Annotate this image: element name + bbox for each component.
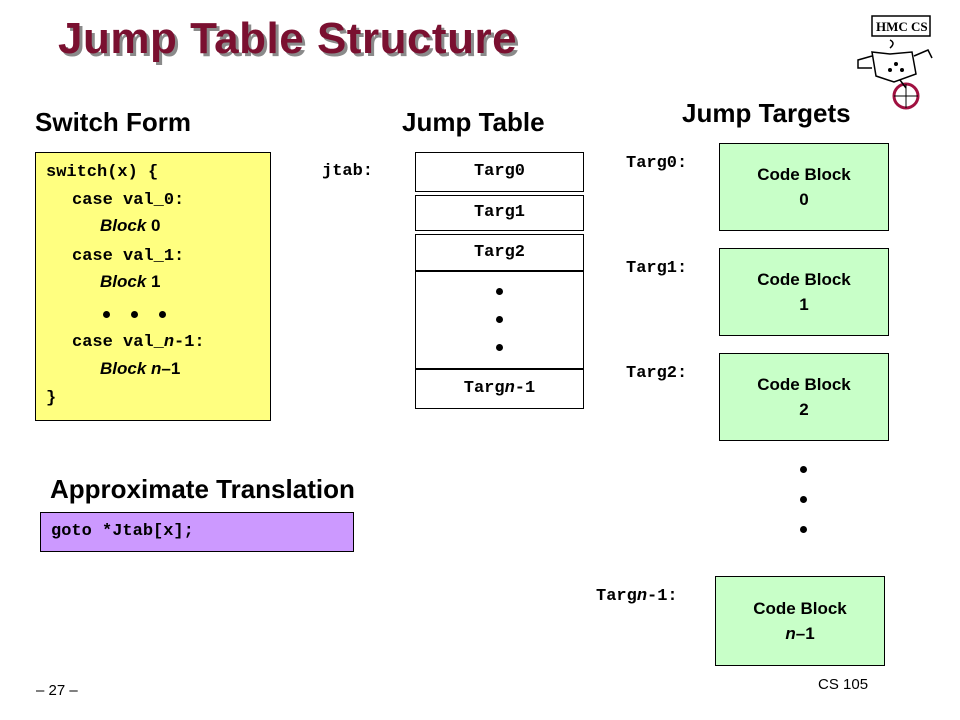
page-number: – 27 – bbox=[36, 682, 78, 699]
block-word-0: Block bbox=[100, 216, 147, 235]
case-n-suffix: -1: bbox=[174, 333, 205, 352]
translation-heading: Approximate Translation bbox=[50, 474, 355, 504]
code-line-switch: switch(x) { bbox=[46, 163, 159, 182]
ellipsis-dot bbox=[159, 311, 166, 318]
block-num-0: 0 bbox=[146, 216, 161, 235]
jump-table-entry-1: Targ1 bbox=[415, 195, 584, 231]
last-block-var: n bbox=[785, 624, 796, 643]
target-label-last: Targn-1: bbox=[596, 587, 678, 606]
code-line-close-brace: } bbox=[46, 389, 57, 408]
last-entry-prefix: Targ bbox=[463, 379, 505, 398]
ellipsis-dot bbox=[800, 526, 807, 533]
slide-title: Jump Table Structure bbox=[58, 14, 518, 63]
block-word-1: Block bbox=[100, 272, 147, 291]
code-line-case-0: case val_0: bbox=[72, 191, 185, 210]
target-label-2: Targ2: bbox=[626, 364, 688, 383]
jump-table-ellipsis-cell bbox=[415, 271, 584, 369]
logo-text: HMC CS bbox=[876, 19, 928, 34]
code-block-0: Code Block 0 bbox=[719, 143, 889, 231]
ellipsis-dot bbox=[496, 316, 503, 323]
last-block-suffix: –1 bbox=[795, 624, 815, 643]
block-word-n: Block bbox=[100, 359, 152, 378]
hmc-cs-robot-logo-icon: HMC CS bbox=[857, 15, 933, 110]
jump-table-heading: Jump Table bbox=[402, 107, 545, 137]
last-label-suffix: -1: bbox=[647, 587, 678, 606]
ellipsis-dot bbox=[103, 311, 110, 318]
code-line-case-n: case val_n-1: bbox=[72, 333, 205, 352]
block-suffix-n: –1 bbox=[161, 359, 181, 378]
code-block-num: 1 bbox=[799, 295, 809, 314]
jump-table-entry-2: Targ2 bbox=[415, 234, 584, 271]
target-label-0: Targ0: bbox=[626, 154, 688, 173]
code-block-1: Code Block 1 bbox=[719, 248, 889, 336]
code-line-block-1: Block 1 bbox=[100, 272, 160, 292]
ellipsis-dot bbox=[800, 466, 807, 473]
jump-table-entry-last: Targn-1 bbox=[415, 369, 584, 409]
code-block-num: 0 bbox=[799, 190, 809, 209]
case-n-var: n bbox=[163, 333, 175, 352]
code-block-num: 2 bbox=[799, 400, 809, 419]
block-var-n: n bbox=[151, 359, 162, 378]
switch-form-code-box: switch(x) { case val_0: Block 0 case val… bbox=[35, 152, 271, 421]
block-num-1: 1 bbox=[146, 272, 161, 291]
code-block-word: Code Block bbox=[757, 270, 851, 289]
last-entry-suffix: -1 bbox=[514, 379, 536, 398]
ellipsis-dot bbox=[131, 311, 138, 318]
code-line-case-1: case val_1: bbox=[72, 247, 185, 266]
switch-form-heading: Switch Form bbox=[35, 107, 192, 137]
target-label-1: Targ1: bbox=[626, 259, 688, 278]
translation-code: goto *Jtab[x]; bbox=[40, 512, 354, 552]
jump-targets-heading: Jump Targets bbox=[682, 98, 851, 128]
code-block-word: Code Block bbox=[757, 375, 851, 394]
ellipsis-dot bbox=[496, 344, 503, 351]
code-block-last-num: n–1 bbox=[785, 621, 814, 646]
code-block-word: Code Block bbox=[757, 165, 851, 184]
case-n-prefix: case val_ bbox=[72, 333, 164, 352]
ellipsis-dot bbox=[800, 496, 807, 503]
last-label-prefix: Targ bbox=[596, 587, 637, 606]
last-label-var: n bbox=[636, 587, 648, 606]
code-line-block-n: Block n–1 bbox=[100, 359, 180, 379]
ellipsis-dot bbox=[496, 288, 503, 295]
code-block-2: Code Block 2 bbox=[719, 353, 889, 441]
code-block-word: Code Block bbox=[753, 599, 847, 618]
course-label: CS 105 bbox=[818, 676, 869, 693]
code-line-block-0: Block 0 bbox=[100, 216, 160, 236]
jump-table-entry-0: Targ0 bbox=[415, 152, 584, 192]
jtab-label: jtab: bbox=[322, 162, 374, 181]
last-entry-var: n bbox=[504, 379, 515, 398]
code-block-last: Code Block n–1 bbox=[715, 576, 885, 666]
